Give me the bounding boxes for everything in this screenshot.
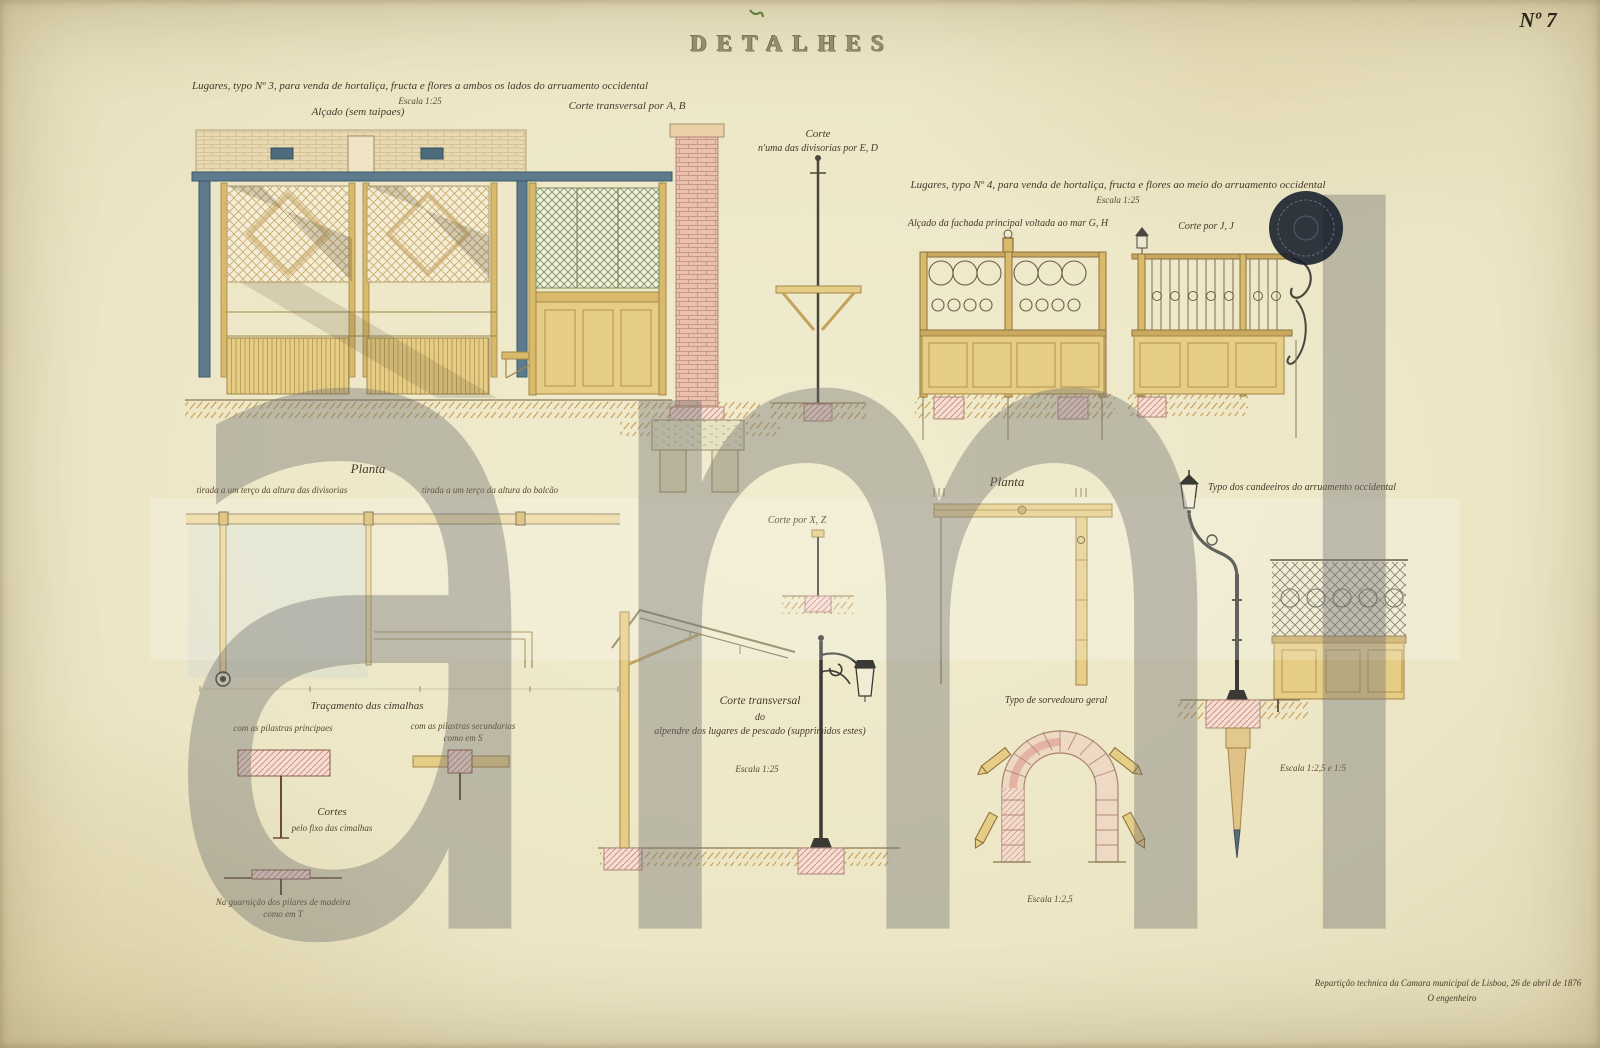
canopy-section-drawing xyxy=(598,608,900,875)
brick-pillar-drawing xyxy=(620,123,780,493)
plate-title: DETALHES xyxy=(690,31,894,56)
caption-cimalhas: Traçamento das cimalhas xyxy=(310,700,424,712)
watermark-band xyxy=(150,498,1460,660)
label-cortes-sub: pelo fixo das cimalhas xyxy=(291,823,373,833)
railing-principal-drawing xyxy=(915,229,1115,440)
label-corte-divisorias: n'uma das divisorias por E, D xyxy=(758,143,878,154)
label-planta-left: Planta xyxy=(350,461,386,476)
railing-secondary-drawing xyxy=(1128,227,1312,438)
label-elevation-type4: Alçado da fachada principal voltada ao m… xyxy=(907,218,1109,229)
label-canopy-2: do xyxy=(755,712,765,723)
plan-meio-drawing xyxy=(933,488,1113,686)
scale-drain: Escala 1:2,5 xyxy=(1027,894,1073,904)
cimalha-fixo-drawing xyxy=(224,869,342,895)
label-planta-balcao: tirada a um terço da altura do balcão xyxy=(421,485,559,495)
drain-arch-drawing xyxy=(974,730,1146,863)
label-planta-right: Planta xyxy=(989,474,1025,489)
railing-detail-drawing xyxy=(1270,559,1408,712)
label-cimalha-secundaria-2: como em S xyxy=(443,733,483,743)
label-guarnicao-1: Na guarnição dos pilares de madeira xyxy=(215,897,351,907)
caption-lamp: Typo dos candeeiros do arruamento occide… xyxy=(1207,482,1397,493)
label-cimalha-principal: com as pilastras principaes xyxy=(233,723,333,733)
label-planta-divisorias: tirada a um terço da altura das divisori… xyxy=(196,485,348,495)
scale-canopy: Escala 1:25 xyxy=(735,764,779,774)
label-section-ab: Corte transversal por A, B xyxy=(568,100,686,112)
cimalha-secundaria-drawing xyxy=(412,749,510,800)
caption-type3: Lugares, typo Nº 3, para venda de hortal… xyxy=(191,80,649,92)
archive-watermark: aml xyxy=(146,32,1452,1048)
section-ab-drawing xyxy=(528,182,667,396)
section-xz-drawing xyxy=(782,529,854,614)
label-corte-xz: Corte por X, Z xyxy=(767,515,827,526)
label-section-jj: Corte por J, J xyxy=(1178,221,1234,232)
caption-type4: Lugares, typo Nº 4, para venda de hortal… xyxy=(910,179,1326,191)
cimalha-principal-drawing xyxy=(237,749,331,839)
divider-post-drawing xyxy=(770,155,866,422)
footer-signature: O engenheiro xyxy=(1427,993,1477,1003)
caption-drain: Typo de sorvedouro geral xyxy=(1004,695,1108,706)
label-guarnicao-2: como em T xyxy=(263,909,303,919)
footer-inscription: Repartição technica da Camara municipal … xyxy=(1314,978,1582,988)
elevation-no3-drawing xyxy=(185,129,760,418)
street-lamp-drawing xyxy=(1178,470,1308,859)
scale-type3: Escala 1:25 xyxy=(398,96,442,106)
plate-number: Nº 7 xyxy=(1519,8,1557,32)
green-ink-mark xyxy=(749,9,764,18)
archive-seal xyxy=(1267,190,1345,273)
label-elevation-type3: Alçado (sem taipaes) xyxy=(311,106,405,118)
plan-divisorias-drawing xyxy=(186,511,620,692)
label-corte: Corte xyxy=(805,128,831,140)
scale-lamp: Escala 1:2,5 e 1:5 xyxy=(1280,763,1346,773)
label-canopy-3: alpendre dos lugares de pescado (supprim… xyxy=(654,726,866,737)
scale-type4: Escala 1:25 xyxy=(1096,195,1140,205)
label-cimalha-secundaria-1: com as pilastras secundarias xyxy=(410,721,516,731)
label-cortes: Cortes xyxy=(317,806,347,818)
label-canopy-1: Corte transversal xyxy=(719,695,801,707)
